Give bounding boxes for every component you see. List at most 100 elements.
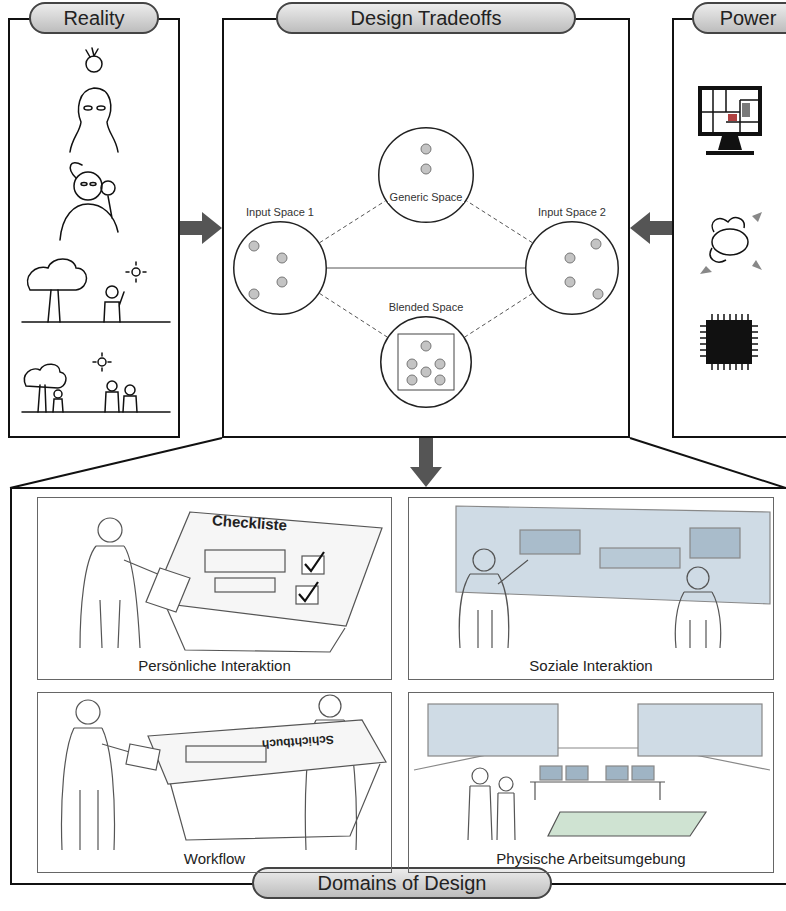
chip-icon xyxy=(706,320,752,364)
domain-panel: Workflow xyxy=(37,692,392,873)
apple-sketch xyxy=(86,56,102,72)
person-head xyxy=(319,695,341,717)
label-holder: Schichtbuch xyxy=(261,732,334,755)
space-circle: Input Space 2 xyxy=(525,221,619,315)
domain-label: Persönliche Interaktion xyxy=(38,657,391,675)
screen-title: Schichtbuch xyxy=(262,733,335,752)
reality-sketches xyxy=(22,48,170,412)
checkmark xyxy=(299,552,324,601)
person-head xyxy=(472,768,488,784)
element-dot xyxy=(421,367,431,377)
tree-crown xyxy=(28,259,87,290)
panel-tab: Power xyxy=(692,2,786,34)
monitor-base xyxy=(706,151,754,155)
monitor-block xyxy=(742,103,750,117)
domain-panel: Soziale Interaktion xyxy=(408,497,774,680)
circle-outline xyxy=(381,317,472,408)
panel-title: Power xyxy=(720,7,777,29)
circle-outline xyxy=(379,128,474,223)
panel-title: Reality xyxy=(63,7,124,29)
person-body xyxy=(468,786,492,840)
space-label: Input Space 2 xyxy=(536,206,608,218)
ground-line xyxy=(22,321,170,323)
paper xyxy=(146,568,190,612)
domain-title: Persönliche Interaktion xyxy=(136,657,293,674)
person-head xyxy=(687,567,709,589)
domain-panel: Physische Arbeitsumgebung xyxy=(408,692,774,873)
person-body xyxy=(53,399,63,412)
rotate-arrows xyxy=(700,212,762,274)
panel-tab: Domains of Design xyxy=(252,867,552,899)
ground-line xyxy=(22,411,170,413)
desk-monitor xyxy=(566,766,588,780)
space-circle: Blended Space xyxy=(380,316,472,408)
element-dot xyxy=(593,289,603,299)
person-head xyxy=(499,777,513,791)
element-dot xyxy=(421,164,431,174)
head-sketch xyxy=(70,88,118,152)
space-label: Generic Space xyxy=(388,191,465,203)
paper xyxy=(126,744,160,770)
circle-outline xyxy=(526,222,619,315)
eye xyxy=(90,183,96,186)
space-circle: Input Space 1 xyxy=(233,221,327,315)
person-head xyxy=(107,381,117,391)
eye xyxy=(97,106,105,110)
panel-frame: Design TradeoffsInput Space 1Generic Spa… xyxy=(222,18,630,438)
circle-outline xyxy=(380,316,472,408)
screen-item xyxy=(520,530,580,554)
solid-mapping xyxy=(327,268,525,269)
workflow-sketch xyxy=(62,695,387,850)
element-dot xyxy=(277,253,287,263)
element-dot xyxy=(249,289,259,299)
person-body xyxy=(123,396,137,412)
panel-tab: Design Tradeoffs xyxy=(276,2,576,34)
element-dot xyxy=(591,239,601,249)
domain-title: Soziale Interaktion xyxy=(527,657,654,674)
person-body xyxy=(104,292,124,322)
element-dot xyxy=(277,277,287,287)
wall-screen xyxy=(638,704,762,756)
panel-frame: Power xyxy=(672,18,786,438)
person-arm xyxy=(70,163,82,178)
eye xyxy=(81,183,87,186)
domain-label: Workflow xyxy=(38,850,391,868)
person-head xyxy=(74,172,102,200)
tree-crown xyxy=(24,364,66,388)
element-dot xyxy=(421,341,431,351)
circle-label: Generic Space xyxy=(338,187,514,205)
chip-pins xyxy=(700,314,758,370)
zoom-lines xyxy=(10,438,786,488)
zoom-line xyxy=(630,438,786,488)
dashed-mapping xyxy=(320,293,388,337)
circle-outline xyxy=(525,221,619,315)
table-screen xyxy=(548,812,706,836)
personal-sketch xyxy=(80,512,382,652)
eye xyxy=(84,106,92,110)
monitor-icon xyxy=(700,88,760,134)
domain-label: Soziale Interaktion xyxy=(409,657,773,675)
sun xyxy=(98,358,106,366)
circle-outline xyxy=(234,222,327,315)
dashed-mapping xyxy=(320,201,386,243)
dashed-mapping xyxy=(467,201,533,243)
wall-screen xyxy=(456,506,770,604)
screen-item xyxy=(205,550,285,572)
desk-monitor xyxy=(632,766,654,780)
apple-sketch xyxy=(101,181,115,195)
screen-item xyxy=(690,528,740,558)
social-sketch xyxy=(456,506,770,648)
person-body xyxy=(60,196,118,240)
block-arrow xyxy=(410,438,442,487)
panel-tab: Reality xyxy=(29,2,159,34)
element-dot xyxy=(249,241,259,251)
domain-title: Physische Arbeitsumgebung xyxy=(494,850,687,867)
zoom-line xyxy=(10,438,222,488)
element-dot xyxy=(435,359,445,369)
domain-title: Workflow xyxy=(182,850,247,867)
person-head xyxy=(54,390,62,398)
panel-title: Design Tradeoffs xyxy=(351,7,502,29)
